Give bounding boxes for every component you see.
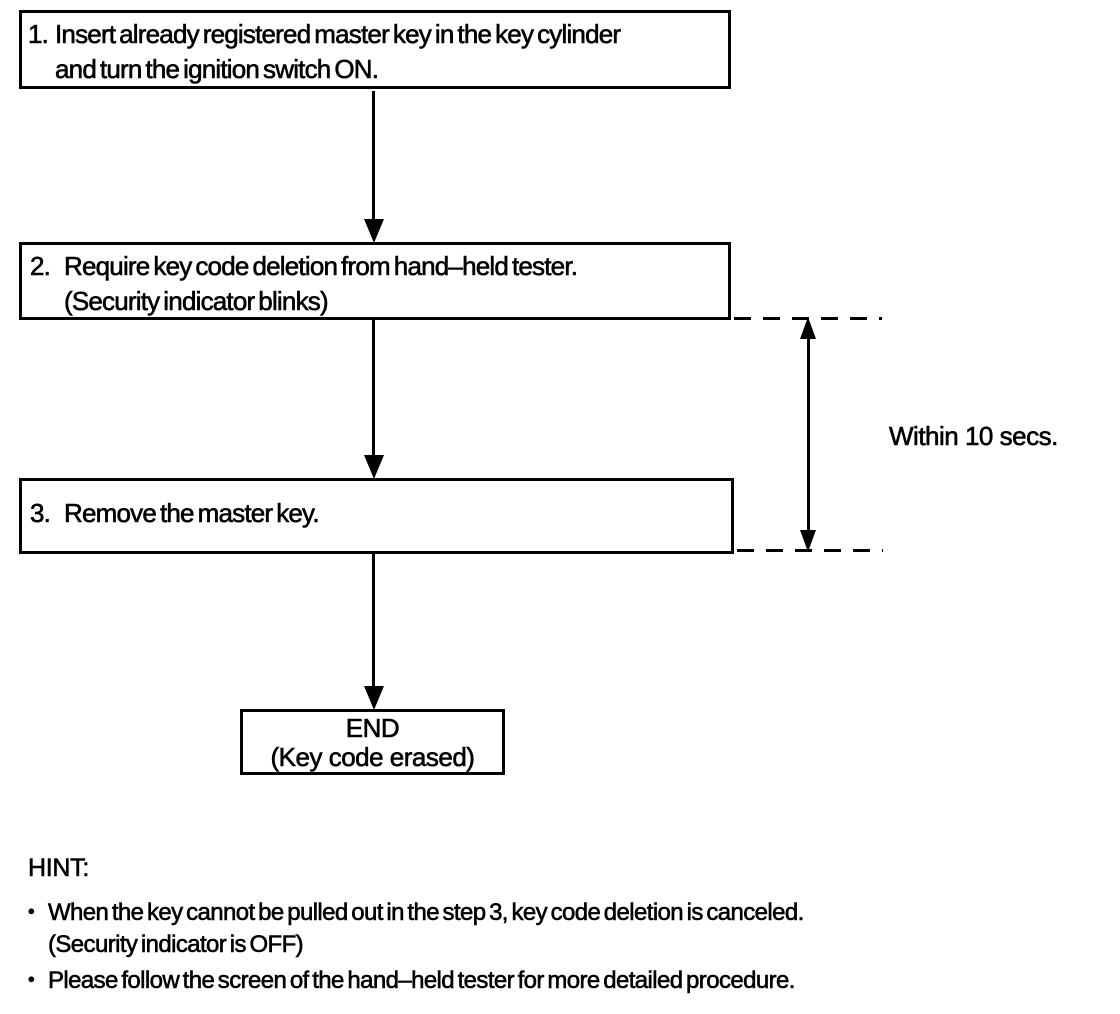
duration-arrow-line — [807, 326, 810, 546]
flow-arrowhead-down-icon — [364, 455, 384, 479]
step-text-line: and turn the ignition switch ON. — [55, 54, 380, 85]
step-number: 1. — [28, 19, 49, 50]
duration-label: Within 10 secs. — [889, 421, 1059, 452]
hint-bullet-line: When the key cannot be pulled out in the… — [48, 899, 805, 927]
step-text: Remove the master key. — [64, 496, 723, 551]
end-box: END (Key code erased) — [240, 709, 505, 775]
step-text-line: Remove the master key. — [64, 498, 320, 529]
step-number: 3. — [30, 498, 51, 529]
step-text: Insert already registered master key in … — [55, 17, 720, 86]
duration-arrowhead-up-icon — [800, 317, 816, 339]
flow-arrowhead-down-icon — [364, 686, 384, 710]
step-box-1: 1. Insert already registered master key … — [19, 10, 731, 89]
hint-bullet-item: • When the key cannot be pulled out in t… — [28, 897, 805, 961]
hint-bullet-text: Please follow the screen of the hand–hel… — [48, 965, 796, 997]
step-box-3: 3. Remove the master key. — [19, 478, 734, 554]
step-text: Require key code deletion from hand–held… — [64, 249, 720, 317]
bullet-icon: • — [28, 902, 35, 924]
hint-bullet-item: • Please follow the screen of the hand–h… — [28, 965, 796, 997]
step-box-2: 2. Require key code deletion from hand–h… — [19, 242, 731, 320]
hint-bullet-text: When the key cannot be pulled out in the… — [48, 897, 805, 961]
bullet-icon: • — [28, 970, 35, 992]
step-text-line: (Security indicator blinks) — [64, 286, 329, 317]
hint-bullet-line: Please follow the screen of the hand–hel… — [48, 967, 796, 995]
end-subtitle: (Key code erased) — [270, 742, 475, 772]
step-text-line: Require key code deletion from hand–held… — [64, 251, 579, 282]
step-text-line: Insert already registered master key in … — [55, 19, 622, 50]
hint-heading: HINT: — [28, 854, 90, 883]
duration-arrowhead-down-icon — [800, 530, 816, 552]
end-title: END — [345, 713, 400, 743]
hint-bullet-line: (Security indicator is OFF) — [48, 931, 304, 959]
flow-arrowhead-down-icon — [364, 219, 384, 243]
flow-arrow-line-3 — [372, 554, 375, 688]
flow-arrow-line-2 — [372, 320, 375, 456]
flow-arrow-line-1 — [372, 91, 375, 223]
step-number: 2. — [30, 251, 51, 282]
